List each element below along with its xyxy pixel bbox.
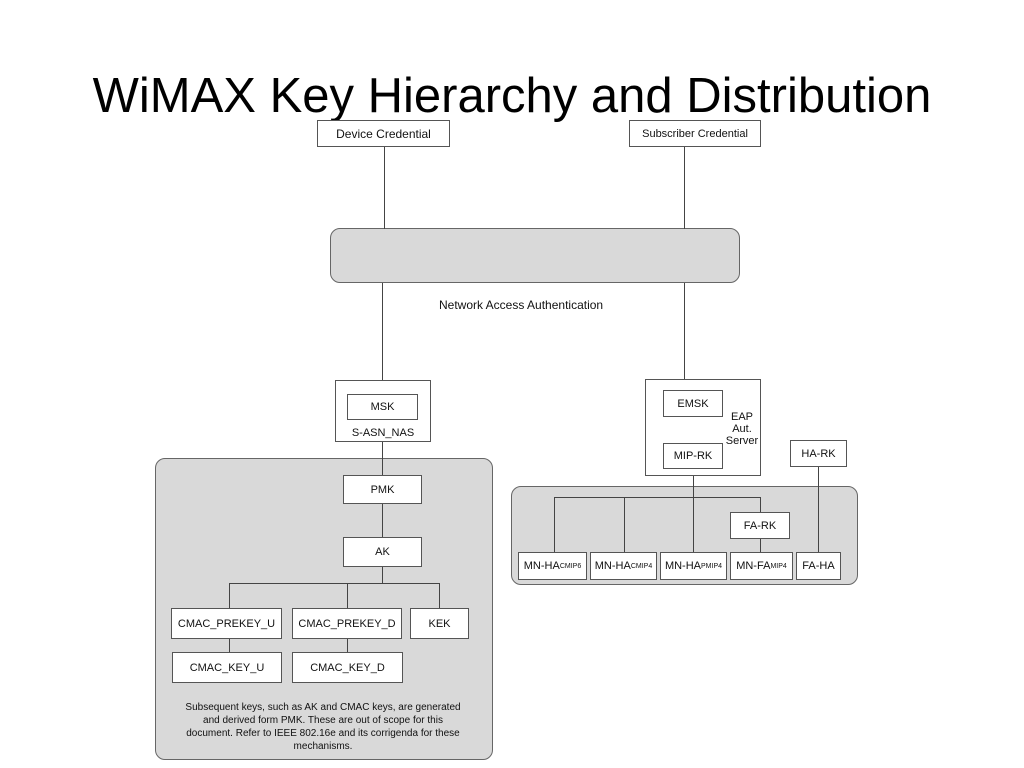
s-asn-nas-label: S-ASN_NAS — [351, 427, 415, 439]
fa-ha-box: FA-HA — [796, 552, 841, 580]
mn-fa-mip4-main: MN-FA — [736, 560, 771, 572]
eap-aut-server-label: EAP Aut. Server — [724, 411, 760, 447]
eap-label-line3: Server — [725, 435, 759, 447]
cmac-prekey-d-box: CMAC_PREKEY_D — [292, 608, 402, 639]
pmk-box: PMK — [343, 475, 422, 504]
mn-ha-cmip6-sub: CMIP6 — [559, 562, 582, 570]
cmac-key-u-box: CMAC_KEY_U — [172, 652, 282, 683]
mip-rk-box: MIP-RK — [663, 443, 723, 469]
mn-ha-cmip4-main: MN-HA — [594, 560, 631, 572]
network-access-auth-label: Network Access Authentication — [439, 298, 604, 312]
emsk-box: EMSK — [663, 390, 723, 417]
mn-fa-mip4-sub: MIP4 — [770, 562, 787, 570]
cmac-key-d-box: CMAC_KEY_D — [292, 652, 403, 683]
scope-note: Subsequent keys, such as AK and CMAC key… — [185, 702, 461, 752]
mn-ha-pmip4-sub: PMIP4 — [701, 562, 723, 570]
msk-box: MSK — [347, 394, 418, 420]
fa-rk-box: FA-RK — [730, 512, 790, 539]
kek-box: KEK — [410, 608, 469, 639]
ha-rk-box: HA-RK — [790, 440, 847, 467]
device-credential-box: Device Credential — [317, 120, 450, 147]
eap-label-line2: Aut. — [732, 423, 752, 435]
ak-box: AK — [343, 537, 422, 567]
mn-ha-pmip4-main: MN-HA — [664, 560, 702, 572]
cmac-prekey-u-box: CMAC_PREKEY_U — [171, 608, 282, 639]
eap-label-line1: EAP — [730, 411, 753, 423]
mn-ha-cmip6-main: MN-HA — [523, 560, 560, 572]
mn-ha-cmip4-sub: CMIP4 — [630, 562, 653, 570]
slide-title: WiMAX Key Hierarchy and Distribution — [92, 69, 932, 123]
subscriber-credential-box: Subscriber Credential — [629, 120, 761, 147]
auth-bar — [330, 228, 740, 283]
